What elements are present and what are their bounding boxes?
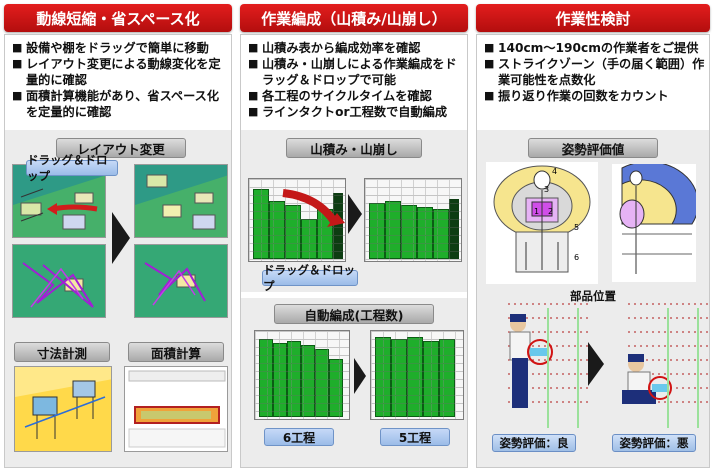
zone-number: 5 [574,223,579,232]
table-cells [255,331,349,419]
work-balance-banner: 作業編成（山積み/山崩し） [240,4,468,32]
zone-number: 6 [574,253,579,262]
zone-number: 1 [534,207,539,216]
layout-after-bottom-panel [134,244,228,318]
layout-3d-scene [13,175,105,237]
parts-position-label: 部品位置 [570,289,616,303]
posture-pill[interactable]: 姿勢評価値 [528,138,658,158]
flow-lines-scene [22,262,94,308]
bullet-item: 山積み表から編成効率を確認 [248,40,464,56]
bullet-item: ストライクゾーン（手の届く範囲）作業可能性を点数化 [484,56,706,88]
five-process-tag: 5工程 [380,428,450,446]
strike-zone-side [612,164,696,282]
table-cells [365,179,461,261]
table-cells [371,331,463,419]
six-process-tag: 6工程 [264,428,334,446]
layout-banner: 動線短縮・省スペース化 [4,4,232,32]
layout-change-pill[interactable]: レイアウト変更 [56,138,186,158]
column-work-balance: 作業編成（山積み/山崩し） 山積み表から編成効率を確認 山積み・山崩しによる作業… [240,2,468,468]
measure-panel [14,366,112,452]
layout-before-bottom-panel [12,244,106,318]
grid-lines [255,331,349,419]
area-pill[interactable]: 面積計算 [128,342,224,362]
eval-good-tag: 姿勢評価：良 [492,434,576,452]
worker-good-posture [508,303,588,428]
layout-after-top-panel [134,164,228,238]
red-move-arrow [282,189,345,227]
workability-bullets: 140cm～190cmの作業者をご提供 ストライクゾーン（手の届く範囲）作業可能… [484,40,706,104]
column-frame [476,34,710,468]
drag-drop-tag: ドラッグ＆ドロップ [262,263,358,293]
bullet-item: 山積み・山崩しによる作業編成をドラッグ＆ドロップで可能 [248,56,464,88]
layout-bullets: 設備や棚をドラッグで簡単に移動 レイアウト変更による動線変化を定量的に確認 面積… [12,40,228,120]
table-cells [249,179,345,261]
layout-arrow [112,212,130,264]
bullet-item: レイアウト変更による動線変化を定量的に確認 [12,56,228,88]
zone-number: 3 [544,185,549,194]
worker-bad-posture [622,303,708,428]
yama-table-after [364,178,462,262]
column-frame [4,34,232,468]
yama-pill[interactable]: 山積み・山崩し [286,138,422,158]
zone-number: 4 [552,167,557,176]
bullet-item: ラインタクトor工程数で自動編成 [248,104,464,120]
measure-3d-scene [15,379,111,451]
workability-banner: 作業性検討 [476,4,710,32]
auto-table-5 [370,330,464,420]
bullet-item: 面積計算機能があり、省スペース化を定量的に確認 [12,88,228,120]
strike-zone-front: 4 3 2 1 5 6 [486,162,598,284]
work-balance-bullets: 山積み表から編成効率を確認 山積み・山崩しによる作業編成をドラッグ＆ドロップで可… [248,40,464,120]
grid-lines [365,179,461,261]
auto-table-6 [254,330,350,420]
layout-before-top-panel [12,164,106,238]
flow-lines-after-scene [144,262,206,306]
bullet-item: 各工程のサイクルタイムを確認 [248,88,464,104]
auto-pill[interactable]: 自動編成(工程数) [274,304,434,324]
auto-arrow [354,358,366,394]
measure-pill[interactable]: 寸法計測 [14,342,110,362]
zone-number: 2 [548,207,553,216]
area-panel [124,366,228,452]
drag-drop-tag: ドラッグ＆ドロップ [26,153,118,183]
column-layout: 動線短縮・省スペース化 設備や棚をドラッグで簡単に移動 レイアウト変更による動線… [4,2,232,468]
column-workability: 作業性検討 140cm～190cmの作業者をご提供 ストライクゾーン（手の届く範… [476,2,710,468]
eval-bad-tag: 姿勢評価：悪 [612,434,696,452]
bullet-item: 設備や棚をドラッグで簡単に移動 [12,40,228,56]
layout-after-scene [135,174,227,237]
bullet-item: 140cm～190cmの作業者をご提供 [484,40,706,56]
yama-table-before [248,178,346,262]
grid-lines [371,331,463,419]
area-floor-plan [128,370,226,448]
yama-arrow [348,194,362,234]
bullet-item: 振り返り作業の回数をカウント [484,88,706,104]
posture-arrow [588,342,604,386]
column-frame [240,34,468,468]
